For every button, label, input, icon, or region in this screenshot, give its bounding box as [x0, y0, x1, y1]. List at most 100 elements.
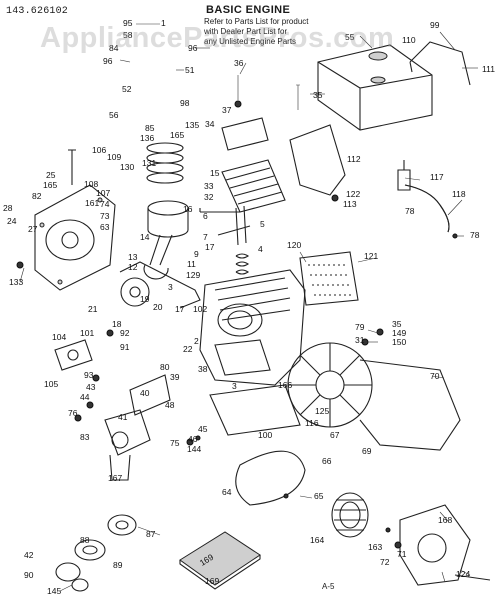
callout-71: 71	[397, 549, 407, 559]
callout-35: 35	[392, 319, 402, 329]
crankshaft	[119, 261, 201, 309]
flywheel	[287, 342, 373, 428]
callout-3: 3	[168, 282, 173, 292]
callout-19: 19	[140, 294, 150, 304]
callout-25: 25	[46, 170, 56, 180]
callout-144: 144	[187, 444, 201, 454]
governor-lever	[129, 374, 171, 416]
callout-18: 18	[112, 319, 122, 329]
callout-111: 111	[482, 64, 495, 74]
callout-104: 104	[52, 332, 66, 342]
callout-75: 75	[170, 438, 180, 448]
tank-support	[289, 124, 346, 196]
callout-43: 43	[86, 382, 96, 392]
callout-72: 72	[380, 557, 390, 567]
starter-cup	[331, 492, 369, 538]
muffler	[235, 450, 306, 506]
callout-80: 80	[160, 362, 170, 372]
callout-82: 82	[32, 191, 42, 201]
callout-150: 150	[392, 337, 406, 347]
callout-39: 39	[170, 372, 180, 382]
callout-107: 107	[96, 188, 110, 198]
callout-165: 165	[43, 180, 57, 190]
catalog-number: 143.626102	[6, 6, 69, 17]
base-plate	[209, 384, 301, 436]
callout-labels: 95 1 58 84 96 96 51 36 55 99 110 111 52 …	[3, 18, 495, 596]
callout-116: 116	[305, 418, 319, 428]
callout-40: 40	[140, 388, 150, 398]
callout-113: 113	[343, 199, 357, 209]
callout-66: 66	[322, 456, 332, 466]
callout-105: 105	[44, 379, 58, 389]
callout-74: 74	[100, 199, 110, 209]
callout-106: 106	[92, 145, 106, 155]
tank-bracket	[409, 41, 471, 86]
callout-52: 52	[122, 84, 132, 94]
callout-22: 22	[183, 344, 193, 354]
governor-gear	[55, 514, 137, 582]
callout-28: 28	[3, 203, 13, 213]
shutoff-valve	[397, 160, 411, 191]
header-note: Refer to Parts List for product with Dea…	[204, 17, 374, 47]
callout-168: 168	[438, 515, 452, 525]
callout-12: 12	[128, 262, 138, 272]
callout-4: 4	[258, 244, 263, 254]
callout-91: 91	[120, 342, 130, 352]
callout-13: 13	[128, 252, 138, 262]
callout-133: 133	[9, 277, 23, 287]
callout-149: 149	[392, 328, 406, 338]
callout-99: 99	[430, 20, 440, 30]
callout-17: 17	[205, 242, 215, 252]
crankcase-cover	[34, 184, 116, 291]
leader-lines	[19, 23, 471, 592]
callout-34: 34	[205, 119, 215, 129]
callout-9: 9	[194, 249, 199, 259]
valves	[199, 205, 251, 275]
fuel-line-inner	[404, 184, 450, 233]
callout-7: 7	[203, 232, 208, 242]
callout-58: 58	[123, 30, 133, 40]
header-note-line: with Dealer Part List for	[204, 27, 288, 36]
retaining-ring	[71, 578, 89, 592]
callout-90: 90	[24, 570, 34, 580]
cylinder-head	[221, 159, 286, 213]
callout-1: 1	[161, 18, 166, 28]
piston	[147, 200, 189, 238]
callout-122: 122	[346, 189, 360, 199]
callout-93: 93	[84, 370, 94, 380]
callout-46: 46	[188, 434, 198, 444]
callout-45: 45	[198, 424, 208, 434]
blower-housing	[359, 359, 461, 451]
callout-79: 79	[355, 322, 365, 332]
recoil-starter	[399, 504, 491, 586]
callout-55: 55	[345, 32, 355, 42]
air-shroud	[299, 251, 359, 306]
callout-16: 16	[183, 204, 193, 214]
callout-36: 36	[234, 58, 244, 68]
callout-73: 73	[100, 211, 110, 221]
header-note-line: any Unlisted Engine Parts	[204, 37, 297, 46]
callout-98: 98	[180, 98, 190, 108]
callout-33: 33	[204, 181, 214, 191]
callout-6: 6	[203, 211, 208, 221]
callout-14: 14	[140, 232, 150, 242]
callout-112: 112	[347, 154, 361, 164]
callout-84: 84	[109, 43, 119, 53]
callout-64: 64	[222, 487, 232, 497]
diagram-title: BASIC ENGINE	[206, 4, 291, 16]
callout-24: 24	[7, 216, 17, 226]
callout-83: 83	[80, 432, 90, 442]
callout-15: 15	[210, 168, 220, 178]
fasteners	[16, 67, 478, 583]
head-cover	[221, 117, 269, 151]
callout-35: 35	[313, 90, 323, 100]
dipstick	[68, 149, 76, 185]
callout-51: 51	[185, 65, 195, 75]
piston-rings	[146, 142, 184, 184]
callout-87: 87	[146, 529, 156, 539]
callout-70: 70	[430, 371, 440, 381]
callout-110: 110	[402, 35, 416, 45]
callout-161: 161	[85, 198, 99, 208]
